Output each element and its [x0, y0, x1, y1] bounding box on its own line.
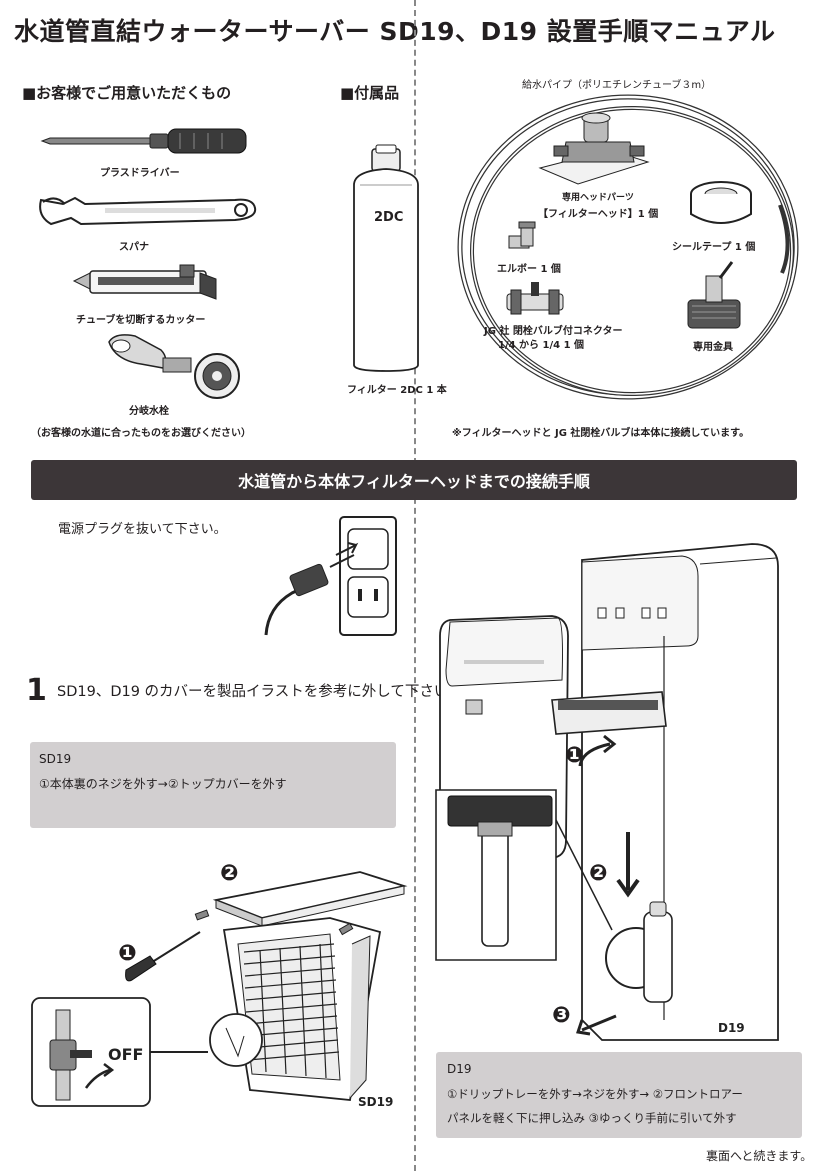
step-marker-2: ❷	[220, 861, 239, 886]
d19-instruction-box: D19 ①ドリップトレーを外す→ネジを外す→ ②フロントロアー パネルを軽く下に…	[436, 1052, 802, 1138]
step-marker-1: ❶	[565, 743, 584, 768]
off-label: OFF	[108, 1045, 143, 1064]
item-caption: チューブを切断するカッター	[76, 315, 206, 326]
customer-items-heading: ■お客様でご用意いただくもの	[22, 84, 232, 102]
d19-illustration: ❶ ❷ ❸ D19	[435, 543, 779, 1041]
step-marker-1: ❶	[118, 941, 137, 966]
box-text: ①本体裏のネジを外す→②トップカバーを外す	[39, 777, 287, 791]
fitting-caption: 専用金具	[693, 342, 733, 353]
customer-items-note: （お客様の水道に合ったものをお選びください）	[31, 428, 251, 439]
box-label: SD19	[39, 752, 72, 766]
filter-head-icon	[538, 112, 650, 185]
step-marker-2: ❷	[589, 861, 608, 886]
cutter-icon	[72, 264, 217, 300]
fitting-icon	[687, 261, 741, 329]
item-caption: スパナ	[119, 242, 149, 253]
filter-cartridge-icon	[353, 144, 419, 372]
filter-label: 2DC	[374, 210, 404, 225]
step-number: 1	[26, 673, 47, 708]
connector-caption: 1/4 から 1/4 1 個	[498, 340, 585, 351]
filter-head-caption: 【フィルターヘッド】1 個	[538, 209, 659, 220]
fold-divider	[414, 0, 416, 1171]
box-text: パネルを軽く下に押し込み ③ゆっくり手前に引いて外す	[447, 1111, 737, 1125]
box-text: ①ドリップトレーを外す→ネジを外す→ ②フロントロアー	[447, 1087, 743, 1101]
section-banner: 水道管から本体フィルターヘッドまでの接続手順	[31, 460, 797, 500]
box-label: D19	[447, 1062, 472, 1076]
valve-connector-icon	[506, 282, 564, 315]
sd19-illustration: ❷ ❶ OFF SD19	[31, 861, 408, 1109]
step-marker-3: ❸	[552, 1003, 571, 1028]
page-title: 水道管直結ウォーターサーバー SD19、D19 設置手順マニュアル	[14, 17, 776, 46]
supply-pipe-icon	[457, 94, 799, 400]
elbow-caption: エルボー 1 個	[497, 264, 561, 275]
branch-faucet-icon	[108, 334, 240, 399]
item-caption: 分岐水栓	[129, 406, 169, 417]
filter-head-caption: 専用ヘッドパーツ	[562, 193, 634, 203]
pipe-caption: 給水パイプ（ポリエチレンチューブ３m）	[522, 80, 712, 91]
power-plug-icon	[264, 516, 397, 636]
item-caption: プラスドライバー	[100, 168, 180, 179]
seal-tape-icon	[690, 181, 752, 224]
connector-caption: JG 社 閉栓バルブ付コネクター	[484, 326, 623, 337]
d19-model-label: D19	[718, 1021, 745, 1035]
tape-caption: シールテープ 1 個	[672, 242, 756, 253]
screwdriver-icon	[40, 128, 247, 154]
elbow-icon	[508, 221, 536, 249]
step-instruction: SD19、D19 のカバーを製品イラストを参考に外して下さい	[57, 684, 449, 700]
accessories-heading: ■付属品	[340, 84, 400, 102]
filter-caption: フィルター 2DC 1 本	[347, 385, 447, 396]
sd19-model-label: SD19	[358, 1095, 393, 1109]
footer-continue: 裏面へと続きます。	[706, 1149, 813, 1163]
accessories-footnote: ※フィルターヘッドと JG 社閉栓バルブは本体に接続しています。	[452, 428, 750, 439]
unplug-note: 電源プラグを抜いて下さい。	[58, 522, 227, 537]
wrench-icon	[39, 196, 257, 226]
sd19-instruction-box: SD19 ①本体裏のネジを外す→②トップカバーを外す	[30, 742, 396, 828]
